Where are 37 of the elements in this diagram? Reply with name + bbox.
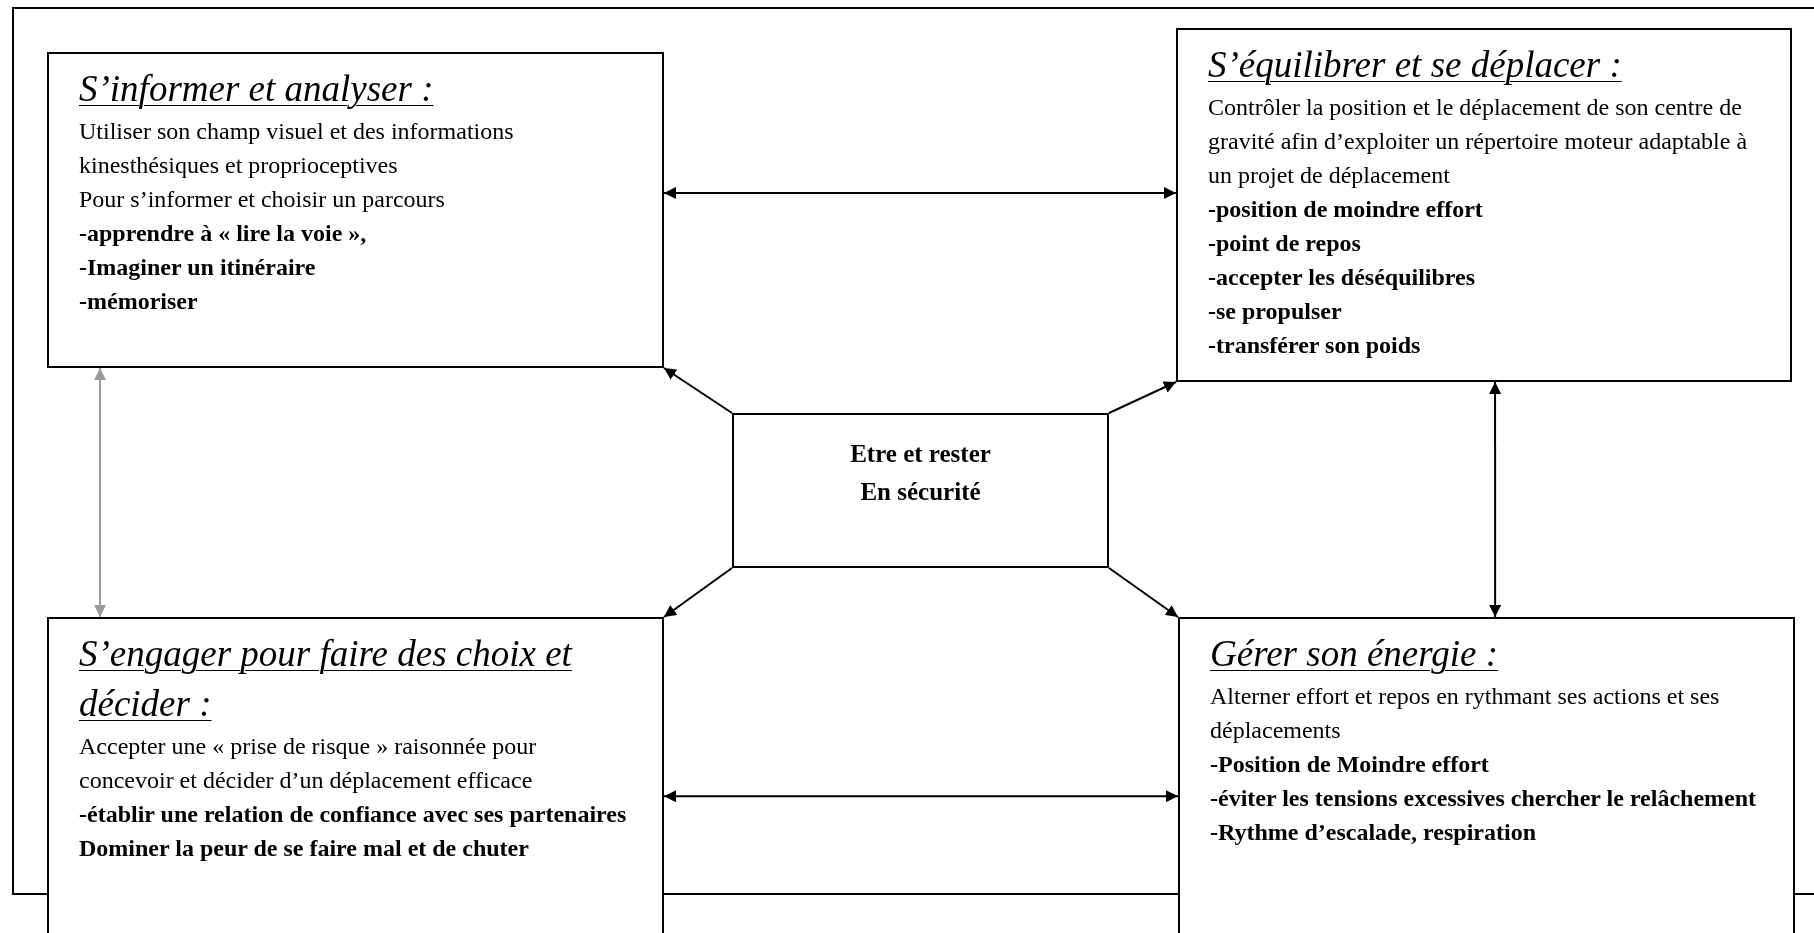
center-text: En sécurité bbox=[860, 477, 981, 507]
bullet-item: -position de moindre effort bbox=[1208, 195, 1484, 224]
topic-description: Pour s’informer et choisir un parcours bbox=[79, 185, 446, 214]
arrow bbox=[94, 367, 107, 618]
topic-description: Utiliser son champ visuel et des informations kinesthésiques et proprioceptives bbox=[79, 117, 515, 180]
topic-box bbox=[1176, 28, 1792, 382]
arrow bbox=[663, 567, 733, 618]
topic-description: Alterner effort et repos en rythmant ses actions et ses déplacements bbox=[1210, 682, 1721, 745]
topic-box bbox=[47, 617, 664, 933]
topic-description: Contrôler la position et le déplacement de son centre de gravité afin d’exploiter un répertoire moteur adaptable à un projet de déplacement bbox=[1208, 93, 1749, 190]
center-box bbox=[732, 413, 1109, 568]
topic-box bbox=[1178, 617, 1795, 933]
topic-heading: S’équilibrer et se déplacer : bbox=[1208, 43, 1622, 87]
bullet-item: -Position de Moindre effort bbox=[1210, 750, 1490, 779]
bullet-item: -éviter les tensions excessives chercher le relâchement bbox=[1210, 784, 1758, 813]
bullet-item: -transférer son poids bbox=[1208, 331, 1422, 360]
arrow bbox=[663, 367, 733, 414]
bullet-item: -Imaginer un itinéraire bbox=[79, 253, 317, 282]
topic-box bbox=[47, 52, 664, 368]
topic-description: Accepter une « prise de risque » raisonnée pour concevoir et décider d’un déplacement efficace bbox=[79, 732, 538, 795]
arrow bbox=[1489, 381, 1502, 618]
bullet-item: Dominer la peur de se faire mal et de chuter bbox=[79, 834, 530, 863]
bullet-item: -se propulser bbox=[1208, 297, 1343, 326]
arrow bbox=[663, 186, 1177, 199]
arrow bbox=[1108, 381, 1177, 414]
bullet-item: -apprendre à « lire la voie », bbox=[79, 219, 368, 248]
bullet-item: -Rythme d’escalade, respiration bbox=[1210, 818, 1537, 847]
topic-heading: S’informer et analyser : bbox=[79, 67, 434, 111]
arrow bbox=[663, 790, 1179, 803]
topic-heading: Gérer son énergie : bbox=[1210, 632, 1499, 676]
bullet-item: -point de repos bbox=[1208, 229, 1362, 258]
bullet-item: -établir une relation de confiance avec ses partenaires bbox=[79, 800, 628, 829]
center-text: Etre et rester bbox=[850, 439, 991, 469]
topic-heading: S’engager pour faire des choix et décider : bbox=[79, 632, 574, 726]
bullet-item: -accepter les déséquilibres bbox=[1208, 263, 1477, 292]
bullet-item: -mémoriser bbox=[79, 287, 199, 316]
arrow bbox=[1108, 567, 1179, 618]
